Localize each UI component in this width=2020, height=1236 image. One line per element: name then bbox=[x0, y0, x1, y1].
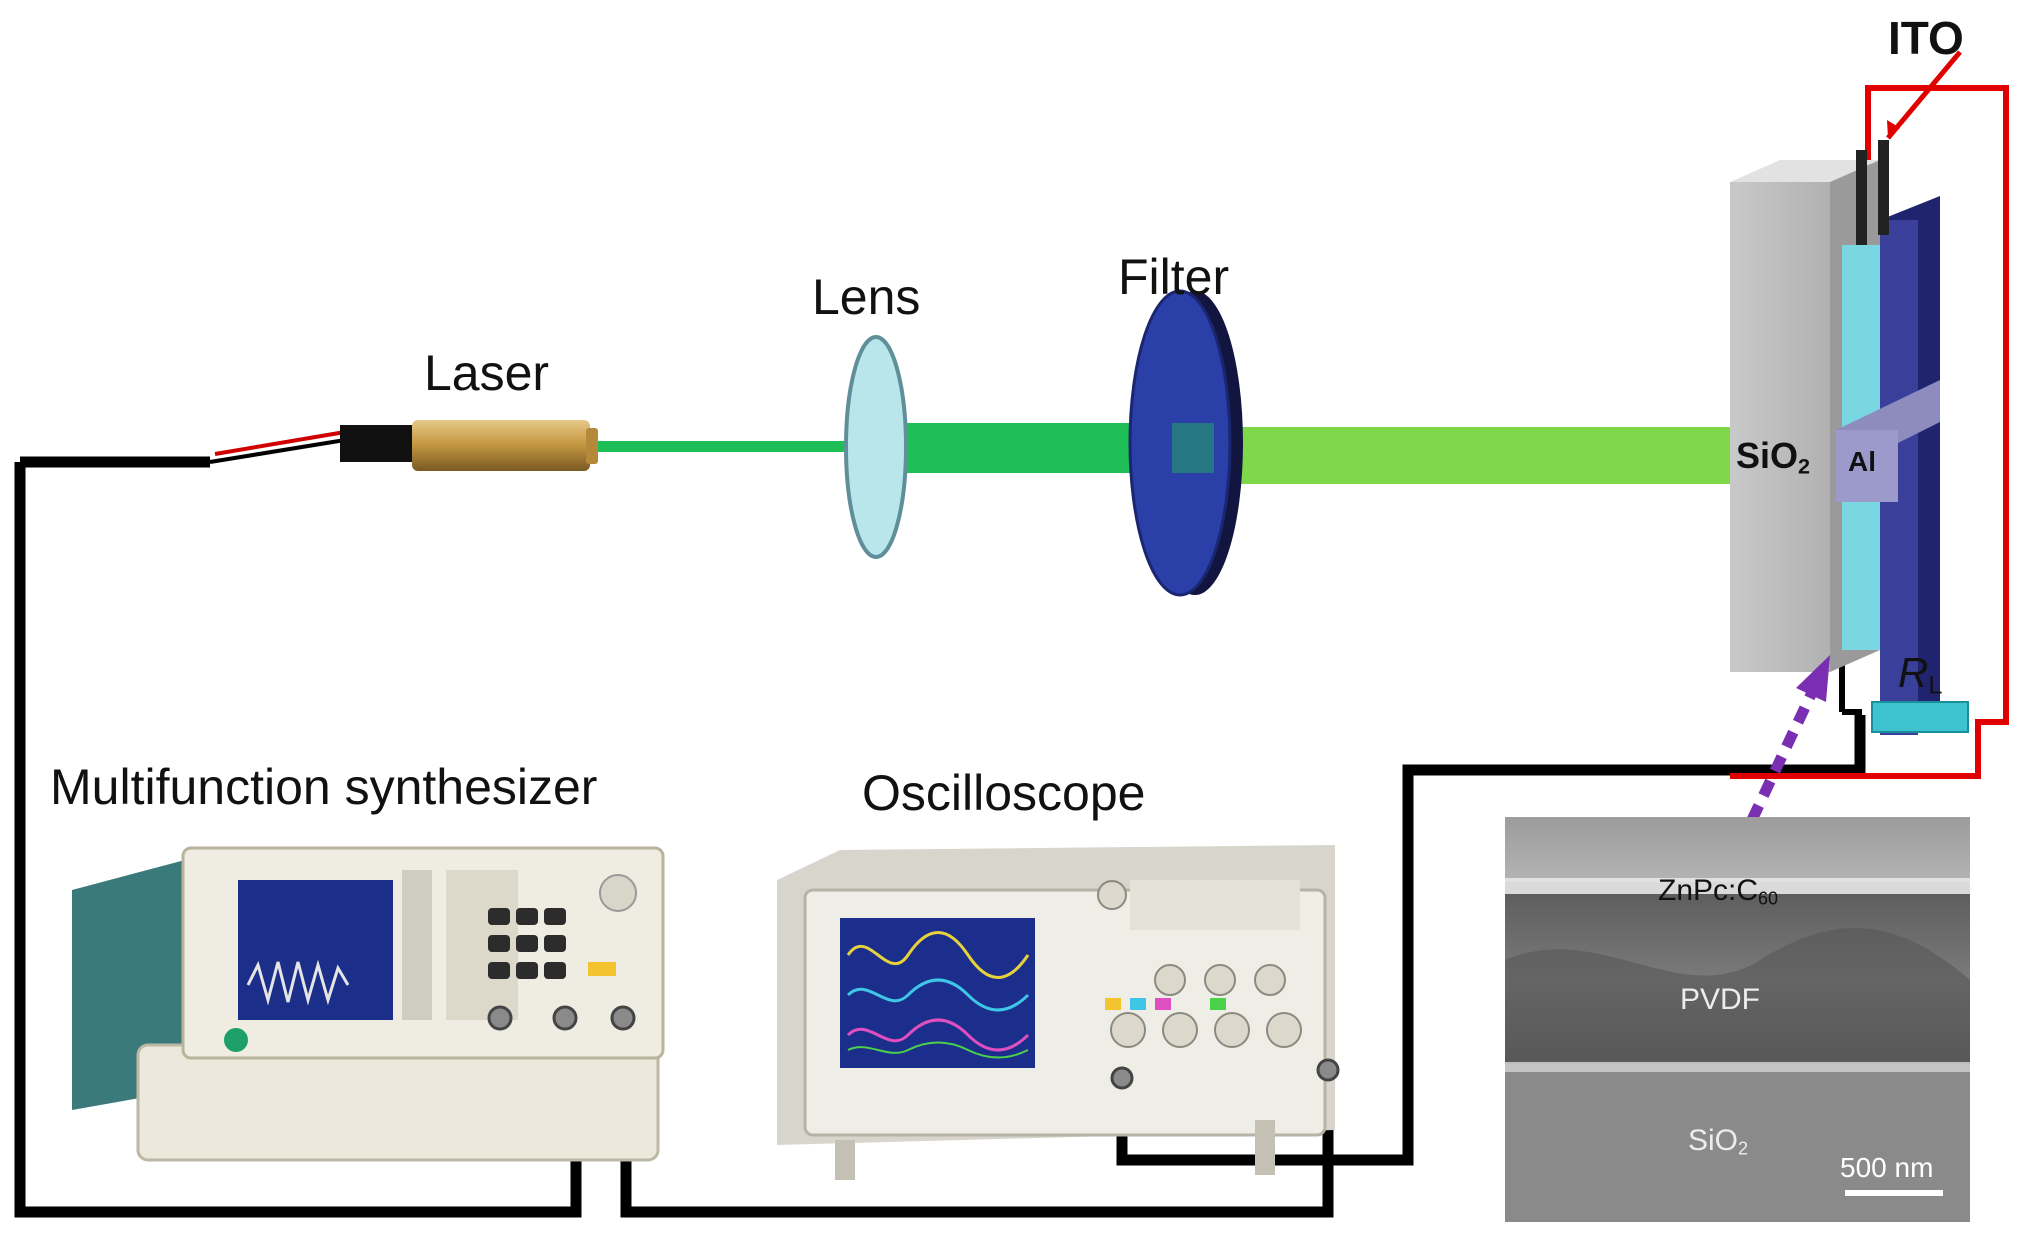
sio2-substrate bbox=[1730, 182, 1830, 672]
lens bbox=[844, 335, 908, 559]
filtered-beam bbox=[1240, 427, 1735, 484]
oscilloscope-device bbox=[777, 845, 1340, 1180]
ito-pointer-arrowhead bbox=[1887, 120, 1900, 138]
al-label: Al bbox=[1848, 446, 1876, 477]
ito-label: ITO bbox=[1888, 12, 1964, 64]
laser-label: Laser bbox=[424, 345, 550, 401]
filter-label: Filter bbox=[1118, 249, 1230, 305]
sem-layer-pvdf-label: PVDF bbox=[1680, 983, 1761, 1016]
scope-screen bbox=[840, 918, 1035, 1068]
laser-device bbox=[209, 420, 598, 471]
laser-body bbox=[412, 420, 590, 471]
sem-layer-znpc-label: ZnPc:C60 bbox=[1658, 874, 1779, 909]
focused-beam bbox=[900, 423, 1170, 473]
black-wire-scope-device bbox=[1116, 715, 1866, 1166]
filter-disk bbox=[1128, 289, 1243, 597]
sio2-label: SiO2 bbox=[1736, 435, 1811, 479]
oscilloscope-label: Oscilloscope bbox=[862, 765, 1146, 821]
sem-cross-section bbox=[1505, 817, 1970, 1222]
scale-bar-label: 500 nm bbox=[1840, 1152, 1934, 1183]
multifunction-synthesizer bbox=[72, 846, 665, 1162]
ito-pointer-line bbox=[1886, 50, 1962, 140]
synth-screen bbox=[238, 880, 393, 1020]
beam-through-filter bbox=[1172, 423, 1214, 473]
lens-label: Lens bbox=[812, 269, 921, 325]
sem-layer-sio2-label: SiO2 bbox=[1688, 1124, 1749, 1159]
thin-beam bbox=[598, 441, 853, 452]
load-resistor bbox=[1871, 701, 1969, 733]
scale-bar-line bbox=[1845, 1190, 1943, 1196]
dotted-arrow-head bbox=[1796, 655, 1830, 702]
photodetector-device bbox=[1730, 140, 1940, 735]
multifunction-synthesizer-label: Multifunction synthesizer bbox=[50, 759, 598, 815]
load-resistor-label: RL bbox=[1898, 649, 1943, 700]
dotted-arrow bbox=[1747, 683, 1820, 823]
